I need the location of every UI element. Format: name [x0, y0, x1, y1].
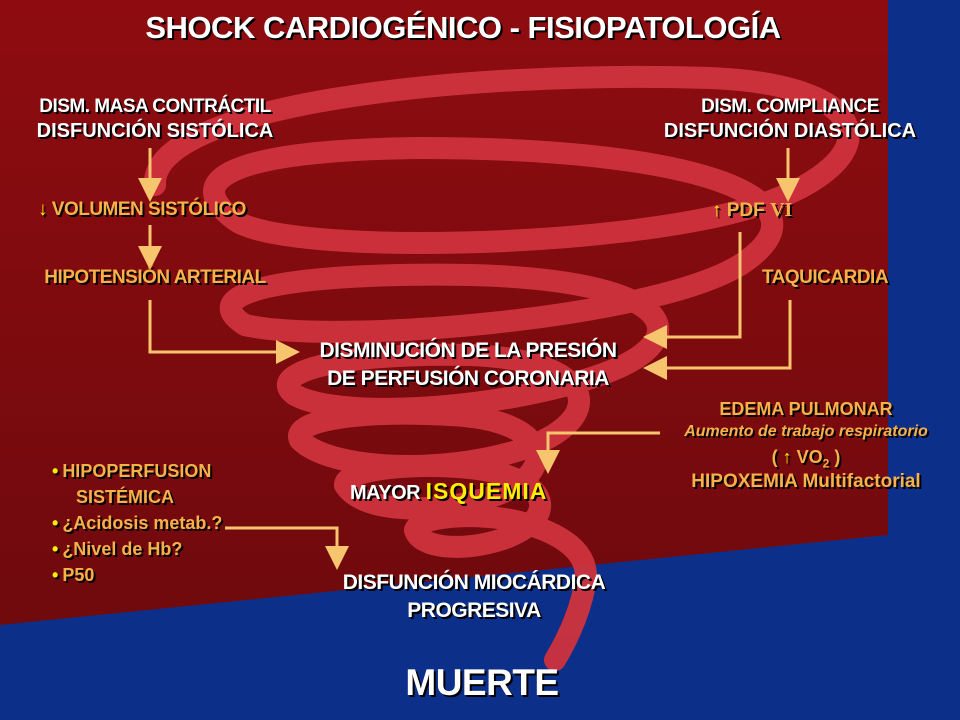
down-arrow-icon: ↓ — [38, 199, 48, 220]
disfuncion-diastolica: DISFUNCIÓN DIASTÓLICA — [663, 120, 917, 142]
disminucion-presion-line2: DE PERFUSIÓN CORONARIA — [327, 367, 609, 390]
factors-list: •HIPOPERFUSION SISTÉMICA •¿Acidosis meta… — [52, 458, 222, 588]
bullet-icon: • — [52, 461, 59, 481]
spiral — [144, 65, 860, 671]
arrow-taquicardia-to-presion — [643, 300, 792, 380]
factor-hemoglobina: ¿Nivel de Hb? — [62, 539, 183, 559]
bullet-icon: • — [52, 513, 59, 533]
pdf-label: PDF — [726, 200, 765, 221]
volumen-sistolico: ↓ VOLUMEN SISTÓLICO — [38, 200, 246, 219]
vo2-open-paren: ( — [771, 447, 778, 467]
volumen-sistolico-label: VOLUMEN SISTÓLICO — [51, 199, 247, 220]
disfuncion-sistolica: DISFUNCIÓN SISTÓLICA — [36, 120, 274, 142]
factor-p50: P50 — [62, 565, 95, 585]
disfuncion-miocardica-line1: DISFUNCIÓN MIOCÁRDICA — [342, 571, 606, 594]
pdf-vi-suffix: VI — [770, 199, 793, 221]
arrow-hipotension-to-presion — [148, 300, 300, 364]
hipotension-arterial: HIPOTENSIÓN ARTERIAL — [44, 267, 266, 288]
taquicardia: TAQUICARDIA — [761, 267, 889, 288]
disfuncion-miocardica-line2: PROGRESIVA — [407, 599, 541, 622]
hipoxemia-multifactorial: HIPOXEMIA Multifactorial — [691, 471, 921, 492]
vo2-close-paren: ) — [834, 447, 841, 467]
mayor-isquemia: MAYOR ISQUEMIA — [350, 478, 548, 504]
list-item: •P50 — [52, 562, 222, 588]
list-item: •HIPOPERFUSION — [52, 458, 222, 484]
list-item: SISTÉMICA — [52, 484, 222, 510]
dism-compliance: DISM. COMPLIANCE — [701, 96, 879, 117]
pdf-vi: ↑ PDF VI — [712, 200, 792, 220]
bullet-icon: • — [52, 539, 59, 559]
bullet-icon: • — [52, 565, 59, 585]
arrow-factors-to-disfuncion — [225, 526, 349, 570]
disminucion-presion-line1: DISMINUCIÓN DE LA PRESIÓN — [319, 339, 617, 362]
vo2-subscript: 2 — [822, 456, 830, 471]
vo2-label: VO — [796, 447, 823, 467]
up-arrow-icon: ↑ — [712, 200, 722, 221]
factor-acidosis: ¿Acidosis metab.? — [62, 513, 223, 533]
vo2: ( ↑ VO2 ) — [772, 448, 841, 470]
list-item: •¿Acidosis metab.? — [52, 510, 222, 536]
factor-sistemica: SISTÉMICA — [76, 487, 175, 507]
aumento-trabajo-respiratorio: Aumento de trabajo respiratorio — [684, 423, 928, 440]
dism-masa-contractil: DISM. MASA CONTRÁCTIL — [39, 96, 271, 117]
arrow-pdf-to-presion — [643, 232, 742, 349]
list-item: •¿Nivel de Hb? — [52, 536, 222, 562]
muerte: MUERTE — [405, 662, 559, 703]
factor-hipoperfusion: HIPOPERFUSION — [62, 461, 212, 481]
mayor-label: MAYOR — [350, 482, 421, 504]
arrow-edema-to-isquemia — [536, 431, 660, 474]
page-title: SHOCK CARDIOGÉNICO - FISIOPATOLOGÍA — [145, 10, 781, 45]
edema-pulmonar: EDEMA PULMONAR — [719, 399, 893, 419]
vo2-up-arrow-icon: ↑ — [782, 447, 792, 467]
isquemia-label: ISQUEMIA — [425, 478, 548, 504]
connector-arrows — [138, 148, 800, 570]
